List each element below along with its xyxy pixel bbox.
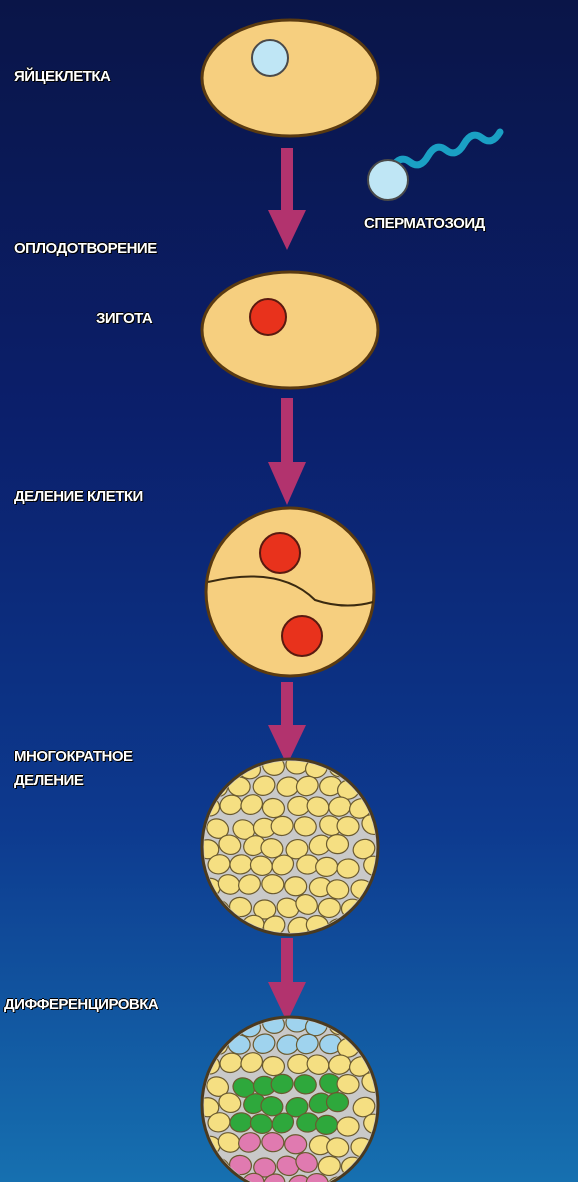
- cell-icon: [360, 898, 386, 921]
- cell-icon: [353, 1175, 377, 1182]
- cell-icon: [284, 876, 307, 896]
- cell-icon: [337, 1116, 360, 1136]
- arrow-down-icon: [268, 398, 306, 505]
- label-fertilization: ОПЛОДОТВОРЕНИЕ: [14, 240, 157, 257]
- morula-cluster: [194, 753, 389, 940]
- cell-icon: [194, 916, 217, 936]
- cell-icon: [284, 1134, 307, 1154]
- cell-icon: [228, 776, 251, 796]
- label-cell-division: ДЕЛЕНИЕ КЛЕТКИ: [14, 488, 143, 505]
- arrow-down-icon: [268, 148, 306, 250]
- arrow-down-icon: [268, 682, 306, 765]
- label-egg-cell: ЯЙЦЕКЛЕТКА: [14, 68, 110, 85]
- egg-nucleus: [252, 40, 288, 76]
- cell-icon: [362, 1033, 388, 1057]
- cell-icon: [345, 1014, 373, 1041]
- sperm-cell: [368, 132, 500, 200]
- differentiated-cluster: [194, 1011, 389, 1182]
- cell-icon: [194, 754, 222, 780]
- cell-icon: [217, 757, 239, 776]
- cell-icon: [194, 1012, 222, 1038]
- cell-icon: [326, 1092, 349, 1112]
- cell-icon: [194, 1174, 217, 1182]
- cell-icon: [228, 1034, 251, 1054]
- zygote-nucleus: [250, 299, 286, 335]
- cell-icon: [353, 917, 377, 938]
- label-multiple-division-2: ДЕЛЕНИЕ: [14, 772, 83, 789]
- label-zygote: ЗИГОТА: [96, 310, 152, 327]
- cell-icon: [326, 834, 349, 854]
- cell-icon: [337, 858, 360, 878]
- label-sperm: СПЕРМАТОЗОИД: [364, 215, 485, 232]
- arrow-down-icon: [268, 938, 306, 1022]
- label-multiple-division-1: МНОГОКРАТНОЕ: [14, 748, 133, 765]
- cell-icon: [345, 756, 373, 783]
- label-differentiation: ДИФФЕРЕНЦИРОВКА: [4, 996, 158, 1013]
- cell-icon: [362, 775, 388, 799]
- egg-cell: [202, 20, 378, 136]
- cell-icon: [360, 1156, 386, 1179]
- cell-icon: [217, 1015, 239, 1034]
- two-cell-stage: [206, 508, 374, 676]
- zygote-cell: [202, 272, 378, 388]
